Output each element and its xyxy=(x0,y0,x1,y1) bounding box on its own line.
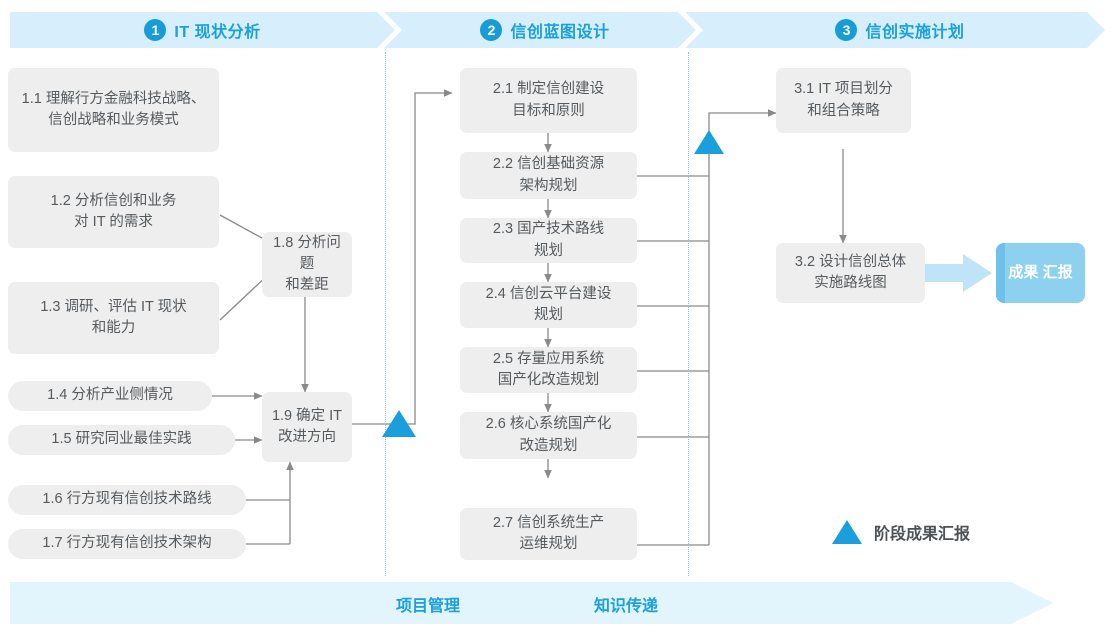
footer-label-project-management: 项目管理 xyxy=(396,598,461,615)
task-box-1-9[interactable]: 1.9 确定 IT 改进方向 xyxy=(262,392,352,462)
task-1-1-line1: 1.1 理解行方金融科技战略、 xyxy=(21,90,206,107)
task-box-1-2[interactable]: 1.2 分析信创和业务 对 IT 的需求 xyxy=(8,176,219,248)
task-2-5-line2: 国产化改造规划 xyxy=(497,372,600,388)
phase-divider-2 xyxy=(688,52,689,576)
task-1-4-line1: 1.4 分析产业侧情况 xyxy=(47,387,173,404)
task-box-1-7[interactable]: 1.7 行方现有信创技术架构 xyxy=(8,529,246,559)
task-2-3-line1: 2.3 国产技术路线 xyxy=(492,221,605,238)
task-box-3-1[interactable]: 3.1 IT 项目划分 和组合策略 xyxy=(776,68,911,133)
task-box-2-1[interactable]: 2.1 制定信创建设 目标和原则 xyxy=(460,68,637,133)
task-box-1-1[interactable]: 1.1 理解行方金融科技战略、 信创战略和业务模式 xyxy=(8,68,219,152)
task-1-6-line1: 1.6 行方现有信创技术路线 xyxy=(42,491,212,508)
task-2-4-line2: 规划 xyxy=(534,307,563,323)
task-2-1-line1: 2.1 制定信创建设 xyxy=(492,81,605,98)
milestone-triangle-phase1 xyxy=(382,410,416,437)
footer-label-knowledge-transfer: 知识传递 xyxy=(594,598,659,615)
task-1-3-line2: 和能力 xyxy=(91,320,136,336)
task-1-7-line1: 1.7 行方现有信创技术架构 xyxy=(42,535,212,552)
footer-banner xyxy=(10,582,1053,624)
task-2-7-line2: 运维规划 xyxy=(519,536,578,552)
phase-number-1: 1 xyxy=(144,19,166,41)
task-2-6-line2: 改造规划 xyxy=(519,437,578,454)
phase-banner-2: 2 信创蓝图设计 xyxy=(384,12,696,48)
task-box-2-6[interactable]: 2.6 核心系统国产化 改造规划 xyxy=(460,412,637,459)
task-box-2-5[interactable]: 2.5 存量应用系统 国产化改造规划 xyxy=(460,347,637,393)
phase-banner-1: 1 IT 现状分析 xyxy=(10,12,395,48)
phase-title-2: 信创蓝图设计 xyxy=(510,24,610,41)
task-2-4-line1: 2.4 信创云平台建设 xyxy=(485,285,612,302)
task-1-3-line1: 1.3 调研、评估 IT 现状 xyxy=(40,298,187,315)
task-2-1-line2: 目标和原则 xyxy=(512,102,585,119)
task-1-8-line1: 1.8 分析问题 xyxy=(273,234,341,272)
legend: 阶段成果汇报 xyxy=(832,520,970,544)
task-3-1-line2: 和组合策略 xyxy=(807,102,880,119)
phase-number-2: 2 xyxy=(480,19,502,41)
task-1-2-line1: 1.2 分析信创和业务 xyxy=(50,192,177,209)
phase-divider-1 xyxy=(385,52,386,576)
task-box-2-3[interactable]: 2.3 国产技术路线 规划 xyxy=(460,218,637,263)
task-1-1-line2: 信创战略和业务模式 xyxy=(48,112,179,128)
result-line1: 成果 xyxy=(1008,264,1039,282)
task-box-1-8[interactable]: 1.8 分析问题 和差距 xyxy=(262,232,352,297)
task-1-2-line2: 对 IT 的需求 xyxy=(74,214,153,230)
task-box-3-2[interactable]: 3.2 设计信创总体 实施路线图 xyxy=(776,243,925,303)
task-box-2-2[interactable]: 2.2 信创基础资源 架构规划 xyxy=(460,152,637,199)
task-box-1-5[interactable]: 1.5 研究同业最佳实践 xyxy=(8,425,235,455)
task-2-6-line1: 2.6 核心系统国产化 xyxy=(485,416,612,433)
task-1-9-line1: 1.9 确定 IT xyxy=(271,407,343,424)
task-2-3-line2: 规划 xyxy=(534,242,563,259)
phase-title-1: IT 现状分析 xyxy=(174,24,261,41)
task-3-1-line1: 3.1 IT 项目划分 xyxy=(794,81,893,98)
phase-number-3: 3 xyxy=(835,19,857,41)
result-report-box[interactable]: 成果 汇报 xyxy=(996,243,1085,303)
task-2-7-line1: 2.7 信创系统生产 xyxy=(492,514,605,531)
task-1-5-line1: 1.5 研究同业最佳实践 xyxy=(51,431,192,448)
legend-triangle-icon xyxy=(832,520,862,544)
task-box-1-6[interactable]: 1.6 行方现有信创技术路线 xyxy=(8,485,246,515)
result-line2: 汇报 xyxy=(1042,264,1073,282)
task-1-9-line2: 改进方向 xyxy=(277,429,336,445)
phase-banner-3: 3 信创实施计划 xyxy=(685,12,1105,48)
milestone-triangle-phase2 xyxy=(694,130,724,154)
task-2-5-line1: 2.5 存量应用系统 xyxy=(492,350,605,367)
task-box-2-4[interactable]: 2.4 信创云平台建设 规划 xyxy=(460,282,637,328)
task-box-2-7[interactable]: 2.7 信创系统生产 运维规划 xyxy=(460,508,637,560)
legend-label: 阶段成果汇报 xyxy=(874,526,971,543)
phase-title-3: 信创实施计划 xyxy=(865,24,965,41)
task-2-2-line1: 2.2 信创基础资源 xyxy=(492,156,605,173)
task-3-2-line1: 3.2 设计信创总体 xyxy=(794,253,907,270)
task-2-2-line2: 架构规划 xyxy=(519,177,578,194)
task-1-8-line2: 和差距 xyxy=(285,277,329,293)
result-arrow xyxy=(925,254,992,292)
task-box-1-3[interactable]: 1.3 调研、评估 IT 现状 和能力 xyxy=(8,282,219,354)
task-box-1-4[interactable]: 1.4 分析产业侧情况 xyxy=(8,381,212,411)
task-3-2-line2: 实施路线图 xyxy=(814,275,887,291)
